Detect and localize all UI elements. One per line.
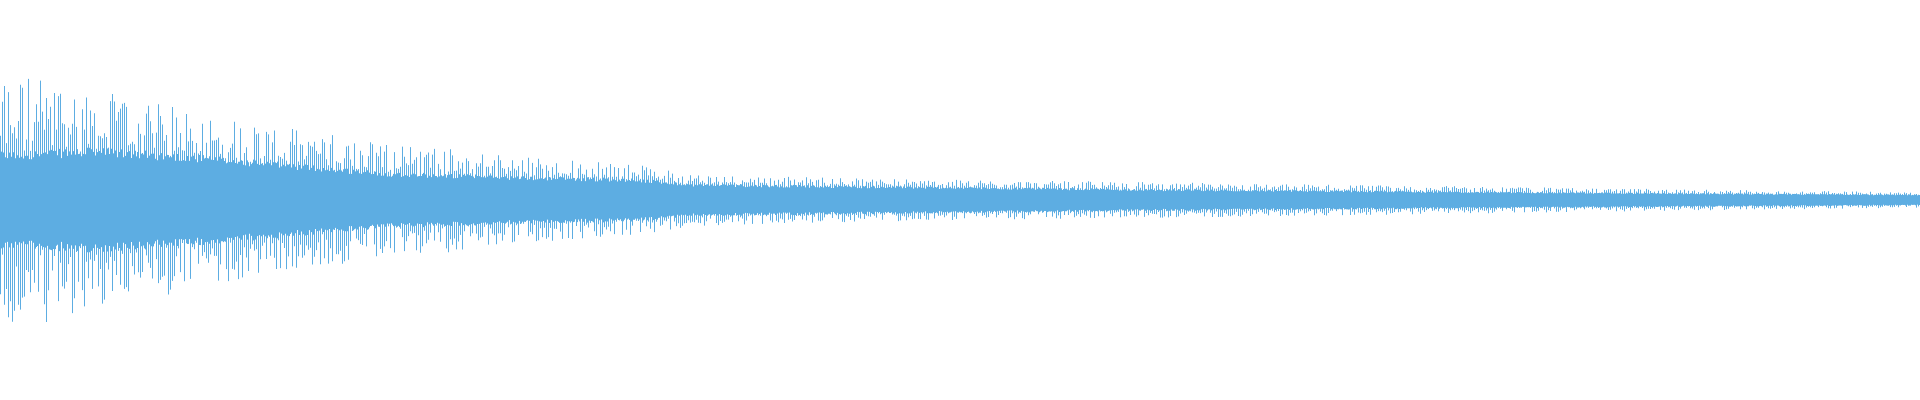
waveform-peaks <box>0 78 1919 322</box>
